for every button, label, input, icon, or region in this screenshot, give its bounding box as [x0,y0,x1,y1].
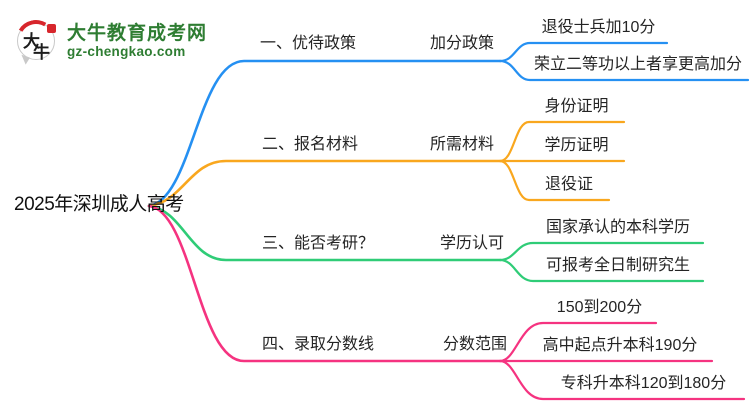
root-node-title: 2025年深圳成人高考 [14,194,184,215]
site-logo[interactable]: 大 牛 大牛教育成考网 gz-chengkao.com [11,15,208,66]
branch4-label: 四、录取分数线 [262,336,375,353]
branch4-leaf1-line [498,321,658,363]
branch1-main-line [147,59,502,208]
site-name: 大牛教育成考网 [67,23,208,44]
branch3-label: 三、能否考研？ [262,235,375,252]
branch2-leaf3-line [498,159,611,202]
branch2-leaf1-line [498,120,626,163]
branch1-leaf2: 荣立二等功以上者享更高加分 [533,56,742,73]
branch3-leaf1: 国家承认的本科学历 [545,219,690,236]
branch2-label: 二、报名材料 [262,136,359,153]
branch4-leaf3: 专科升本科120到180分 [560,375,727,392]
branch4-sublabel: 分数范围 [443,336,508,353]
logo-bubble-tail [18,54,31,66]
logo-seal-icon [47,24,56,33]
branch1-leaf2-line [498,59,750,82]
branch1-sublabel: 加分政策 [430,35,495,52]
branch3-leaf2: 可报考全日制研究生 [545,257,690,274]
branch2-leaf2: 学历证明 [544,137,609,154]
branch2-leaf3: 退役证 [544,176,593,193]
branch4-leaf3-line [498,359,746,401]
branch3-leaf2-line [498,258,705,283]
branch4-leaf2: 高中起点升本科190分 [542,337,698,354]
branch2-main-line [147,159,502,208]
logo-char-top: 大 [23,32,40,51]
branch2-sublabel: 所需材料 [430,136,495,153]
logo-icon: 大 牛 [11,15,61,66]
branch2-leaf1: 身份证明 [544,98,609,115]
branch4-main-line [147,204,502,363]
branch4-leaf1: 150到200分 [556,299,643,316]
branch3-leaf1-line [498,241,705,262]
branch1-leaf1-line [498,41,669,63]
branch1-label: 一、优待政策 [260,35,357,52]
site-url[interactable]: gz-chengkao.com [67,44,186,59]
branch1-leaf1: 退役士兵加10分 [541,19,656,36]
branch3-sublabel: 学历认可 [440,235,505,252]
logo-char-bottom: 牛 [33,43,50,62]
